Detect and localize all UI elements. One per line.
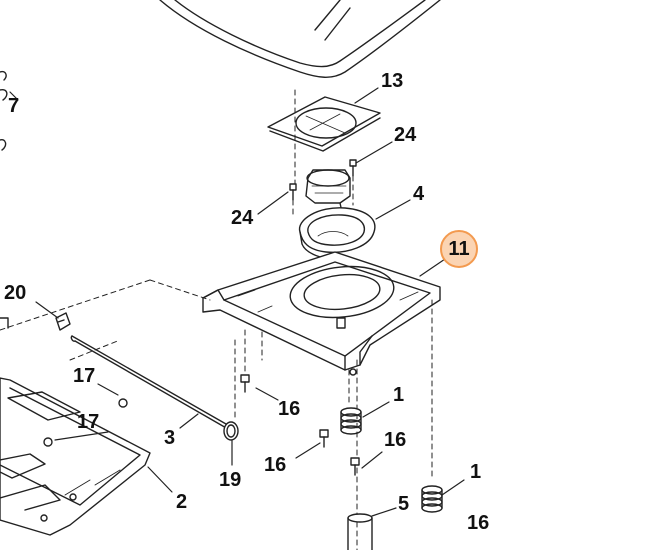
clip-part-20 bbox=[0, 312, 71, 331]
callout-20[interactable]: 20 bbox=[4, 282, 27, 304]
rod-part-3 bbox=[70, 335, 229, 430]
screw-24-left bbox=[289, 183, 297, 201]
washer-part-19 bbox=[223, 421, 239, 441]
gasket-part-13 bbox=[267, 96, 381, 152]
callout-16-c[interactable]: 16 bbox=[384, 429, 407, 451]
seal-part-4 bbox=[298, 207, 376, 260]
spring-part-1-upper bbox=[340, 407, 362, 435]
part-7 bbox=[0, 70, 8, 151]
bracket-part-2 bbox=[0, 377, 151, 536]
callout-1-upper[interactable]: 1 bbox=[393, 384, 405, 406]
callout-24-lower[interactable]: 24 bbox=[231, 207, 254, 229]
callout-5[interactable]: 5 bbox=[398, 493, 410, 515]
callout-24-upper[interactable]: 24 bbox=[394, 124, 417, 146]
callout-7[interactable]: 7 bbox=[8, 95, 20, 117]
spring-part-1-lower bbox=[421, 485, 443, 513]
screw-24-right bbox=[349, 159, 357, 177]
callout-3[interactable]: 3 bbox=[164, 427, 176, 449]
screw-16-b bbox=[319, 429, 329, 448]
callout-4[interactable]: 4 bbox=[413, 183, 425, 205]
callout-16-d[interactable]: 16 bbox=[467, 512, 490, 534]
screw-16-c bbox=[350, 457, 360, 476]
callout-17-lower[interactable]: 17 bbox=[77, 411, 100, 433]
callout-13[interactable]: 13 bbox=[381, 70, 404, 92]
callout-17-upper[interactable]: 17 bbox=[73, 365, 96, 387]
callout-19[interactable]: 19 bbox=[219, 469, 242, 491]
housing-cover-part bbox=[159, 0, 441, 78]
callout-16-a[interactable]: 16 bbox=[278, 398, 301, 420]
callout-1-lower[interactable]: 1 bbox=[470, 461, 482, 483]
screw-16-a bbox=[240, 374, 250, 393]
actuator-part bbox=[305, 169, 351, 215]
callout-2[interactable]: 2 bbox=[176, 491, 188, 513]
cylinder-part-5 bbox=[347, 513, 373, 550]
callout-11-highlighted[interactable]: 11 bbox=[440, 230, 478, 268]
callout-16-b[interactable]: 16 bbox=[264, 454, 287, 476]
base-plate-part-11 bbox=[202, 251, 441, 376]
